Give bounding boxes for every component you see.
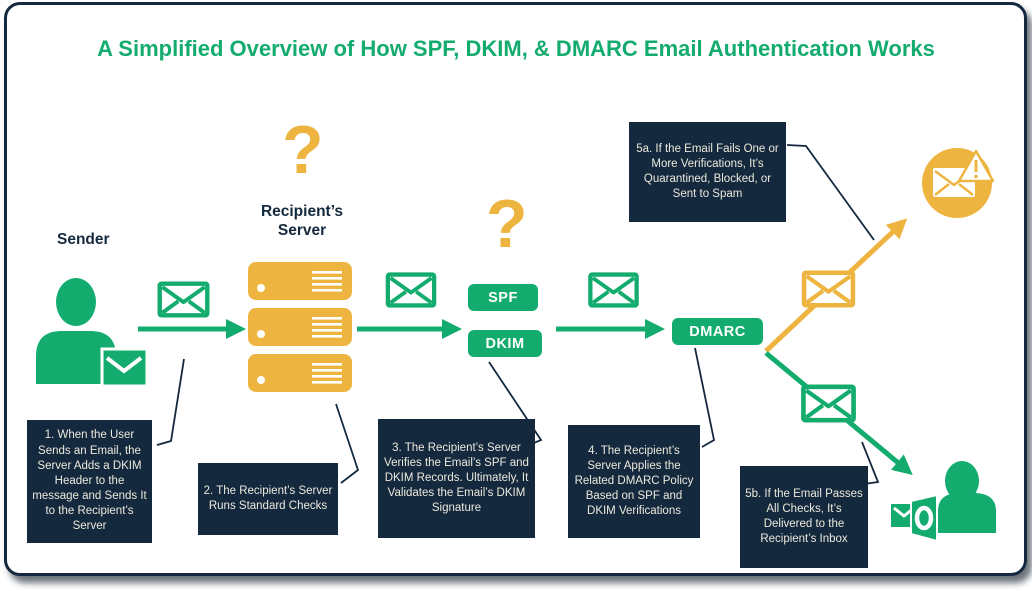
connector-note5a <box>786 144 875 241</box>
note-step-1: 1. When the User Sends an Email, the Ser… <box>27 420 152 543</box>
spam-warning-icon <box>922 148 995 218</box>
note-step-2: 2. The Recipient’s Server Runs Standard … <box>198 463 338 535</box>
note-step-4: 4. The Recipient’s Server Applies the Re… <box>568 425 700 538</box>
question-mark-icon: ? <box>282 112 324 188</box>
server-icon <box>248 354 352 392</box>
sender-person-icon <box>36 278 149 388</box>
envelope-icon <box>388 275 434 306</box>
dkim-badge: DKIM <box>468 330 542 357</box>
dmarc-badge: DMARC <box>672 318 763 345</box>
question-mark-icon: ? <box>486 186 528 262</box>
recipient-server-label: Recipient’s Server <box>260 203 344 239</box>
recipient-person-icon <box>938 461 996 533</box>
server-icon <box>248 262 352 300</box>
diagram-title: A Simplified Overview of How SPF, DKIM, … <box>97 36 935 61</box>
connector-note5b <box>861 441 880 485</box>
connector-note4 <box>694 347 716 448</box>
connector-note1 <box>156 358 185 446</box>
envelope-icon <box>160 284 208 316</box>
envelope-icon <box>590 275 636 306</box>
server-icon <box>248 308 352 346</box>
spf-badge: SPF <box>468 284 538 311</box>
connector-note2 <box>335 403 360 484</box>
envelope-pass-icon <box>803 387 853 420</box>
note-step-3: 3. The Recipient’s Server Verifies the E… <box>378 419 535 538</box>
recipient-inbox-icon <box>889 493 938 543</box>
note-step-5b: 5b. If the Email Passes All Checks, It’s… <box>740 466 868 568</box>
note-step-5a: 5a. If the Email Fails One or More Verif… <box>629 122 786 222</box>
sender-label: Sender <box>57 231 110 248</box>
envelope-fail-icon <box>804 273 853 306</box>
